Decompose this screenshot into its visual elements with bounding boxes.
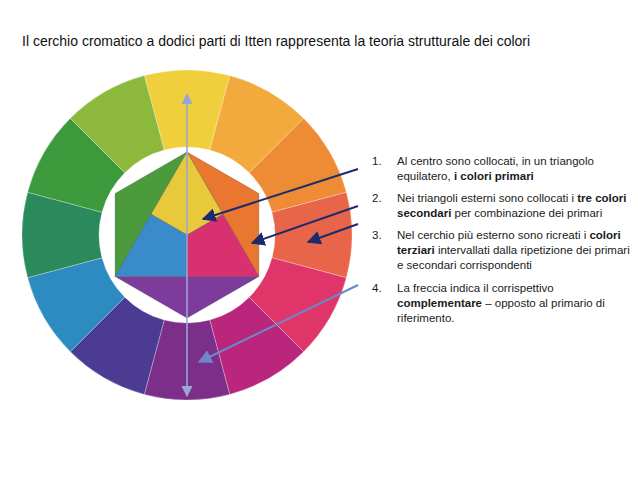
primary-part bbox=[115, 214, 187, 276]
leader-arrow bbox=[252, 206, 358, 243]
note-slot: 4. bbox=[372, 281, 394, 296]
callout-number: 1. bbox=[372, 154, 394, 169]
callout-number: 3. bbox=[372, 228, 394, 243]
complementary-axis bbox=[186, 94, 188, 396]
title-slot: Il cerchio cromatico a dodici parti di I… bbox=[22, 32, 634, 50]
leader-arrow bbox=[203, 169, 358, 219]
primary-part bbox=[187, 214, 259, 276]
note-text: Nel cerchio più esterno sono ricreati i … bbox=[397, 228, 631, 273]
note-slot: Al centro sono collocati, in un triangol… bbox=[397, 154, 631, 184]
callout-number: 2. bbox=[372, 191, 394, 206]
note-slot: 2. bbox=[372, 191, 394, 206]
note-slot: Nel cerchio più esterno sono ricreati i … bbox=[397, 228, 631, 273]
title: Il cerchio cromatico a dodici parti di I… bbox=[22, 32, 634, 50]
callout-number: 4. bbox=[372, 281, 394, 296]
tertiary-segment bbox=[70, 76, 164, 173]
leader-arrow bbox=[199, 285, 358, 362]
leader-arrow bbox=[308, 224, 358, 242]
note-slot: Nei triangoli esterni sono collocati i t… bbox=[397, 191, 631, 221]
note-slot: 3. bbox=[372, 228, 394, 243]
note-text: Al centro sono collocati, in un triangol… bbox=[397, 154, 631, 184]
note-slot: La freccia indica il corrispettivo compl… bbox=[397, 281, 631, 326]
note-slot: 1. bbox=[372, 154, 394, 169]
note-text: La freccia indica il corrispettivo compl… bbox=[397, 281, 631, 326]
note-text: Nei triangoli esterni sono collocati i t… bbox=[397, 191, 631, 221]
